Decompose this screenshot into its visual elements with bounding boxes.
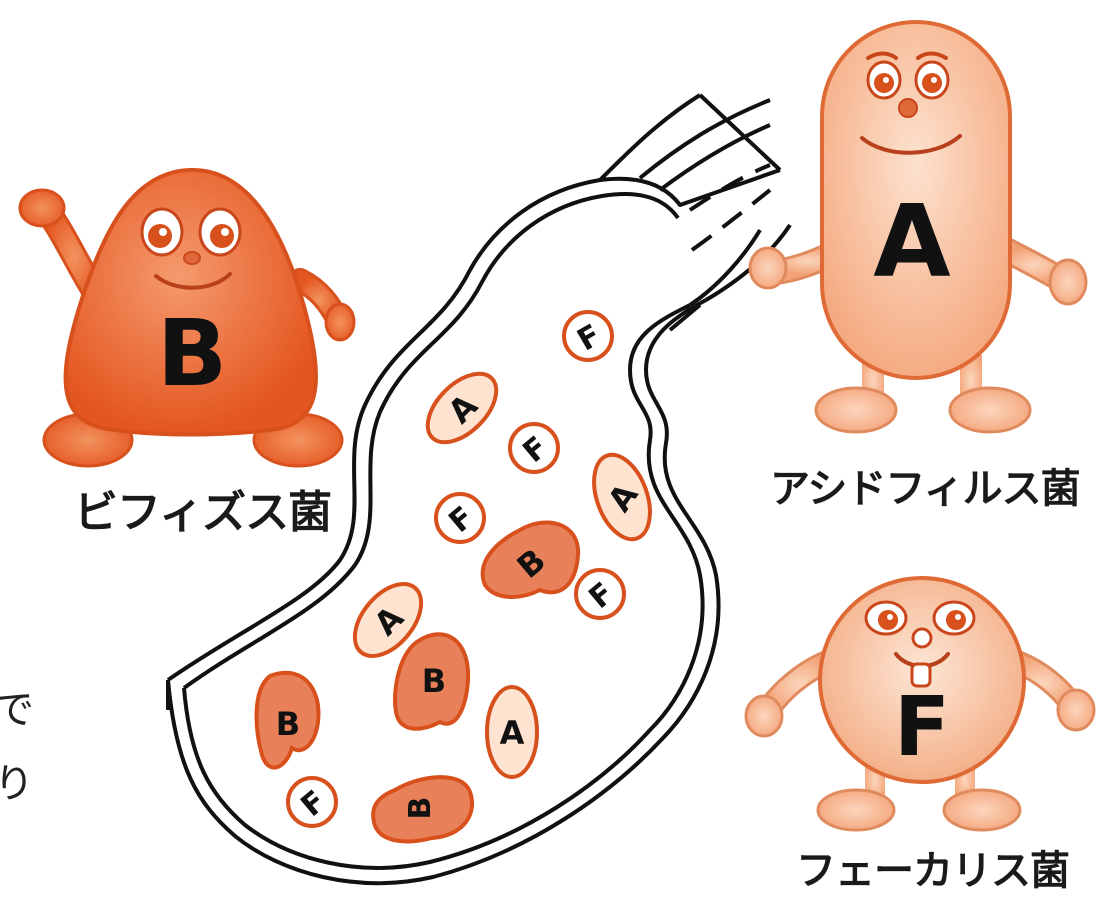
bifidus-character: B [20, 170, 354, 466]
bacterium-bifidus-3: B [257, 673, 319, 768]
bacterium-bifidus-2: B [395, 634, 468, 728]
bacterium-label: B [422, 662, 446, 700]
bacterium-label: B [403, 797, 438, 820]
intestine-bacteria: F F F F F A A A A B B B B [257, 312, 661, 841]
faecalis-caption: フェーカリス菌 [796, 838, 1069, 896]
bacterium-faecalis-4: F [576, 570, 624, 618]
faecalis-letter: F [894, 680, 950, 775]
bacterium-acidophilus-4: A [487, 687, 537, 777]
faecalis-character: F [746, 578, 1094, 830]
acidophilus-caption: アシドフィルス菌 [770, 456, 1080, 514]
bacterium-faecalis-3: F [436, 494, 484, 542]
bacterium-faecalis-1: F [564, 312, 612, 360]
bacterium-label: A [500, 714, 525, 752]
bifidus-caption: ビフィズス菌 [74, 476, 331, 540]
acidophilus-character: A [750, 22, 1086, 432]
bacterium-faecalis-5: F [288, 778, 336, 826]
bacterium-acidophilus-1: A [415, 361, 508, 454]
bacterium-label: B [276, 705, 300, 743]
bacterium-faecalis-2: F [510, 424, 558, 472]
bifidus-letter: B [157, 300, 227, 407]
bacterium-bifidus-1: B [483, 522, 578, 596]
bacterium-bifidus-4: B [373, 777, 472, 841]
cut-off-text-line-2: り [0, 760, 34, 808]
acidophilus-letter: A [873, 183, 950, 300]
cut-off-text-line-1: で [0, 686, 34, 734]
